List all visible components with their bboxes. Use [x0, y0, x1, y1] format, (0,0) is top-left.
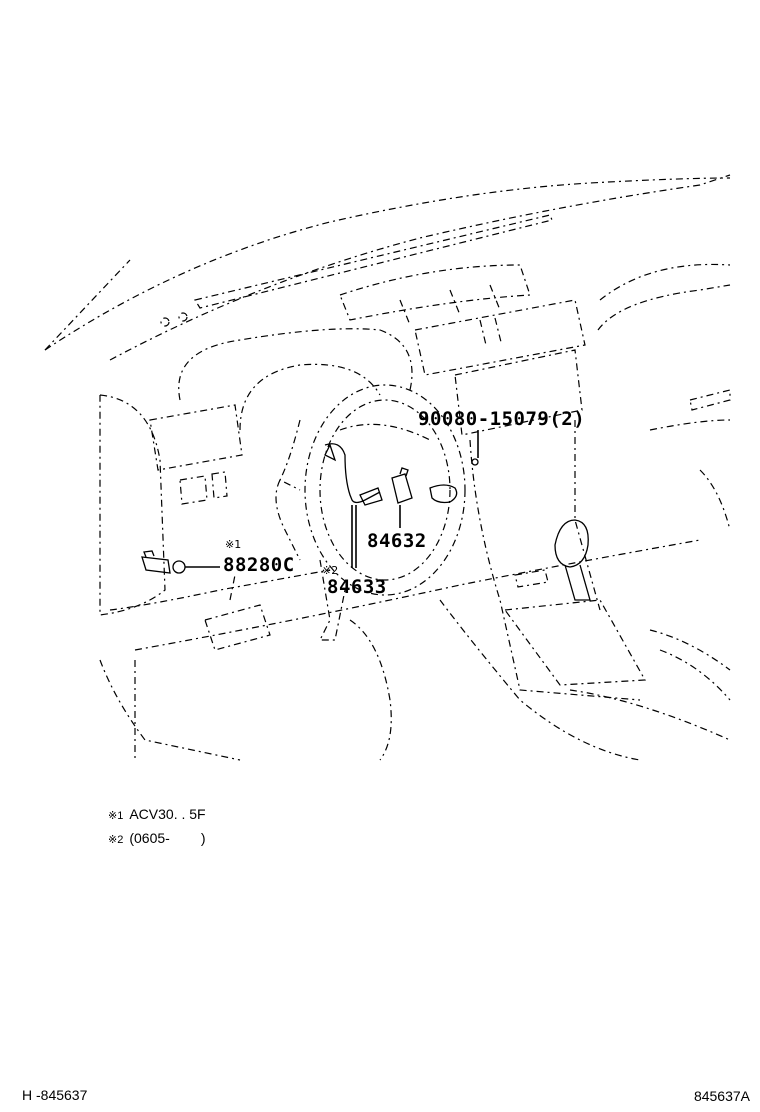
left-dash-panel — [99, 394, 166, 616]
bolt-90080 — [471, 458, 479, 466]
steering-column — [319, 559, 346, 641]
diagram-code-right: 845637A — [693, 1088, 750, 1104]
windshield-line — [44, 259, 131, 351]
leader-84633 — [351, 505, 357, 568]
steering-wheel-inner — [319, 399, 451, 581]
right-dash — [599, 263, 731, 301]
sensor-84632 — [391, 473, 413, 504]
switch-88280c — [141, 556, 171, 574]
center-console — [469, 439, 641, 701]
pedal — [204, 604, 271, 651]
shift-knob — [554, 519, 589, 568]
note-mark-1: ※1 — [225, 538, 242, 551]
wire-harness — [324, 443, 381, 504]
part-label-90080-15079: 90080-15079(2) — [418, 408, 586, 430]
dashboard-top-edge — [44, 177, 731, 351]
steering-wheel — [304, 384, 466, 596]
dashboard-top-edge-2 — [109, 174, 731, 361]
cluster-hood — [178, 328, 413, 401]
footnote-1-mark: ※1 — [108, 810, 124, 822]
part-label-84633: 84633 — [327, 576, 387, 598]
footnote-2-text: (0605- ) — [129, 830, 206, 846]
passenger-seat — [649, 629, 731, 701]
note-mark-2: ※2 — [322, 564, 339, 577]
center-display — [414, 299, 586, 376]
lower-dash-line — [134, 539, 701, 651]
part-label-88280c: 88280C — [223, 554, 295, 576]
footnote-2-mark: ※2 — [108, 834, 124, 846]
part-label-84632: 84632 — [367, 530, 427, 552]
driver-floor — [349, 619, 392, 761]
footnote-1-text: ACV30. . 5F — [129, 806, 206, 822]
footnote-2: ※2 (0605- ) — [108, 830, 206, 846]
cluster-inner — [239, 363, 381, 431]
dash-vent-strip — [194, 214, 553, 309]
footnote-1: ※1 ACV30. . 5F — [108, 806, 206, 822]
center-vents — [339, 264, 531, 321]
floor-line — [99, 659, 241, 761]
radio-unit — [454, 349, 583, 436]
diagram-code-left: H -845637 — [22, 1087, 88, 1103]
